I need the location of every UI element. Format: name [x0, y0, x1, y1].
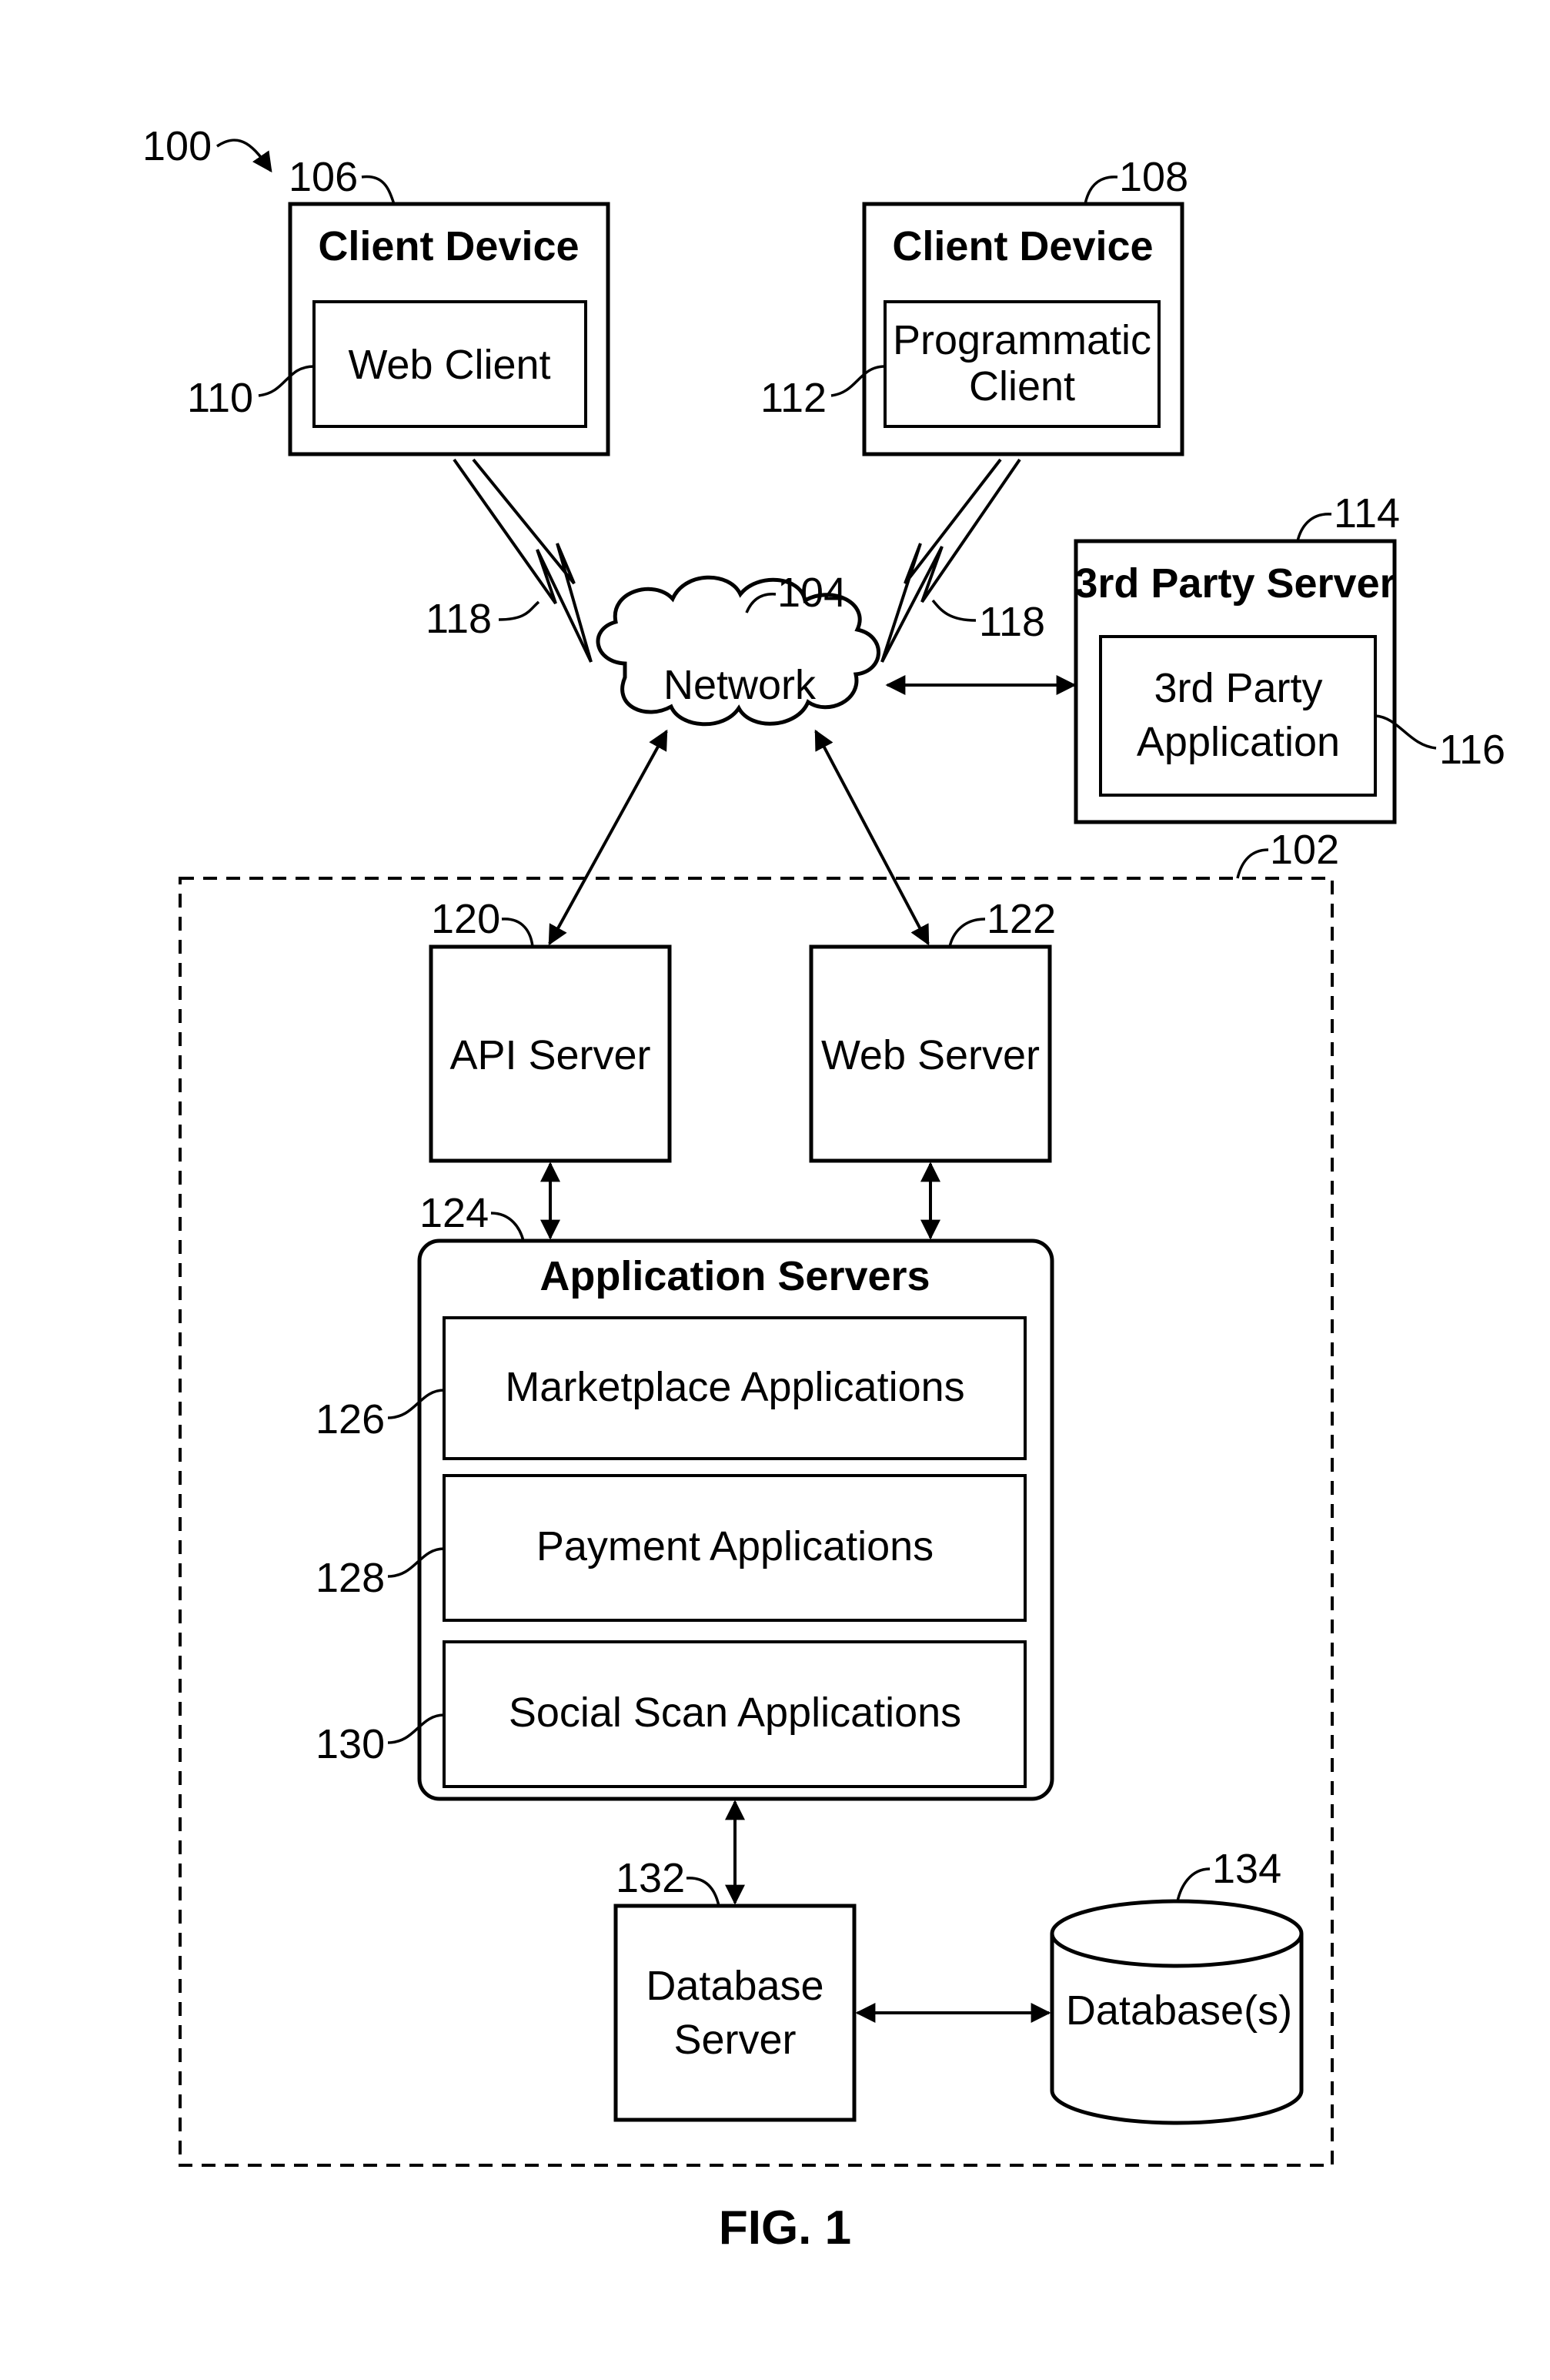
ref-110: 110 [187, 375, 253, 421]
network-web-server-connector [816, 731, 928, 944]
client-device-108: Client Device Programmatic Client [864, 204, 1182, 454]
third-party-application-line2: Application [1137, 719, 1340, 765]
ref-118-right-leader [933, 600, 976, 620]
third-party-server-title: 3rd Party Server [1074, 560, 1395, 607]
ref-124: 124 [419, 1190, 489, 1236]
ref-134: 134 [1212, 1846, 1281, 1892]
third-party-application-line1: 3rd Party [1154, 665, 1322, 711]
ref-118-left-leader [499, 602, 539, 620]
programmatic-client-label-line2: Client [969, 363, 1075, 409]
ref-124-leader [491, 1213, 523, 1241]
ref-100-arrow [217, 140, 271, 171]
third-party-application-box [1101, 637, 1375, 795]
figure-caption: FIG. 1 [719, 2201, 851, 2255]
ref-102: 102 [1270, 827, 1339, 873]
ref-118-right: 118 [979, 599, 1045, 645]
ref-134-leader [1178, 1869, 1210, 1901]
application-servers-title: Application Servers [539, 1253, 930, 1299]
client-device-106-title: Client Device [318, 223, 579, 269]
ref-126: 126 [316, 1396, 385, 1442]
ref-132-leader [686, 1878, 719, 1906]
network-api-server-connector [550, 731, 666, 944]
client-device-108-title: Client Device [892, 223, 1153, 269]
ref-108: 108 [1119, 154, 1188, 200]
web-server-label: Web Server [821, 1032, 1040, 1078]
databases-label: Database(s) [1066, 1987, 1292, 2034]
api-server-label: API Server [449, 1032, 650, 1078]
ref-114-leader [1298, 514, 1331, 541]
ref-122-leader [950, 919, 985, 947]
network-label: Network [663, 662, 817, 708]
ref-108-leader [1085, 177, 1117, 204]
ref-114: 114 [1334, 490, 1400, 537]
database-server-label-line1: Database [646, 1963, 823, 2009]
ref-130: 130 [316, 1721, 385, 1767]
third-party-server-114: 3rd Party Server 3rd Party Application [1074, 541, 1395, 822]
web-client-label: Web Client [348, 342, 550, 388]
ref-100: 100 [142, 123, 212, 169]
client-device-106: Client Device Web Client [290, 204, 608, 454]
database-server-box [616, 1906, 854, 2120]
payment-applications-label: Payment Applications [536, 1523, 934, 1569]
ref-128: 128 [316, 1555, 385, 1601]
ref-106: 106 [289, 154, 358, 200]
ref-118-left: 118 [426, 596, 492, 642]
ref-120: 120 [431, 896, 500, 942]
programmatic-client-label-line1: Programmatic [893, 317, 1151, 363]
ref-116: 116 [1439, 727, 1505, 773]
marketplace-applications-label: Marketplace Applications [505, 1364, 964, 1410]
ref-132: 132 [616, 1855, 685, 1901]
ref-122: 122 [987, 896, 1056, 942]
database-server-label-line2: Server [673, 2017, 796, 2063]
ref-106-leader [362, 177, 394, 204]
ref-104: 104 [777, 570, 847, 616]
social-scan-applications-label: Social Scan Applications [509, 1690, 961, 1736]
ref-112: 112 [760, 375, 827, 421]
ref-102-leader [1238, 850, 1268, 878]
ref-120-leader [502, 919, 533, 947]
